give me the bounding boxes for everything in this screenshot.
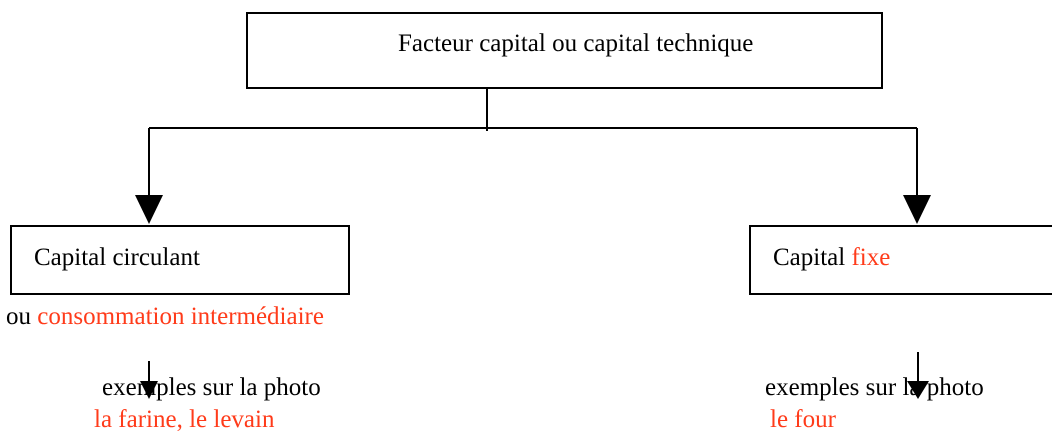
left-node-sublabel: ou consommation intermédiaire — [6, 302, 324, 332]
left-node-box — [10, 225, 350, 295]
left-example-arrow-icon — [140, 381, 158, 399]
right-examples-value: le four — [770, 406, 836, 433]
top-node-box — [246, 12, 883, 89]
left-node-sublabel-highlight: consommation intermédiaire — [37, 303, 324, 330]
left-examples-label: exemples sur la photo — [102, 374, 321, 401]
left-node-sublabel-prefix: ou — [6, 303, 38, 330]
right-drop-arrow-icon — [903, 195, 931, 224]
left-examples-value: la farine, le levain — [94, 406, 275, 433]
right-node-label-main: Capital — [773, 244, 852, 271]
left-drop-arrow-icon — [135, 195, 163, 224]
right-node-box — [749, 225, 1052, 295]
left-node-label: Capital circulant — [34, 244, 200, 271]
right-example-arrow-icon — [907, 381, 929, 399]
right-node-label: Capital fixe — [773, 243, 890, 273]
top-node-label: Facteur capital ou capital technique — [398, 30, 754, 57]
right-examples-label: exemples sur la photo — [765, 374, 984, 401]
right-node-label-highlight: fixe — [851, 244, 891, 271]
